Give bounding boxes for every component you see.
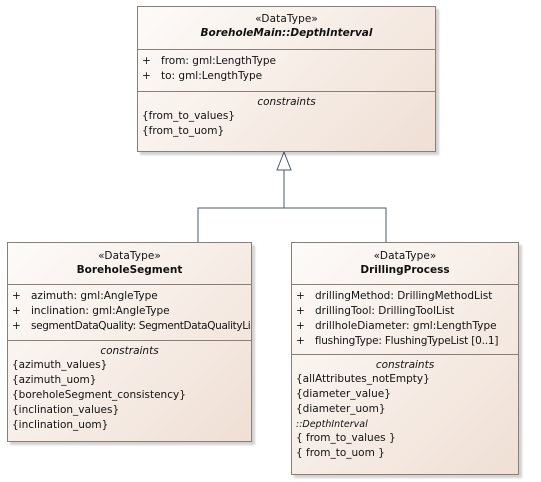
attribute-text: to: gml:LengthType: [161, 70, 263, 82]
attribute-visibility: +: [296, 290, 305, 302]
borehole-segment-attributes: + azimuth: gml:AngleType + inclination: gm…: [8, 285, 251, 341]
attribute-row: + drillingTool: DrillingToolList: [296, 304, 518, 319]
attribute-text: drillholeDiameter: gml:LengthType: [315, 320, 497, 332]
constraints-label: constraints: [375, 359, 435, 371]
constraint-item: {from_to_values}: [142, 110, 235, 122]
constraints-label: constraints: [257, 96, 316, 108]
attribute-visibility: +: [142, 70, 151, 82]
attribute-text: segmentDataQuality: SegmentDataQualityLi…: [31, 320, 252, 332]
depth-interval-name: BoreholeMain::DepthInterval: [200, 27, 373, 39]
generalization-line-borehole-segment: [197, 207, 284, 242]
attribute-row: + from: gml:LengthType: [142, 54, 435, 69]
constraint-item: {diameter_value}: [296, 388, 391, 400]
depth-interval-header: «DataType» BoreholeMain::DepthInterval: [138, 7, 435, 50]
attribute-text: azimuth: gml:AngleType: [31, 290, 158, 302]
attribute-row: + azimuth: gml:AngleType: [12, 289, 251, 304]
constraint-item: {azimuth_values}: [12, 359, 108, 371]
depth-interval-constraints: constraints {from_to_values} {from_to_uo…: [138, 92, 435, 139]
borehole-segment-name: BoreholeSegment: [76, 264, 183, 276]
attribute-text: flushingType: FlushingTypeList [0..1]: [315, 335, 499, 347]
attribute-text: inclination: gml:AngleType: [31, 305, 170, 317]
attribute-text: drillingTool: DrillingToolList: [315, 305, 455, 317]
attribute-visibility: +: [12, 320, 21, 332]
attribute-row: + segmentDataQuality: SegmentDataQualityL…: [12, 319, 251, 334]
constraint-item: {inclination_uom}: [12, 419, 109, 431]
depth-interval-stereotype: «DataType»: [255, 13, 318, 25]
attribute-visibility: +: [296, 335, 305, 347]
attribute-row: + inclination: gml:AngleType: [12, 304, 251, 319]
attribute-visibility: +: [12, 305, 21, 317]
constraint-item: {diameter_uom}: [296, 403, 386, 415]
generalization-arrowhead: [276, 150, 292, 171]
attribute-row: + flushingType: FlushingTypeList [0..1]: [296, 334, 518, 349]
borehole-segment-constraints: constraints {azimuth_values} {azimuth_uo…: [8, 341, 251, 433]
generalization-line-drilling-process: [284, 207, 387, 242]
drilling-process-name: DrillingProcess: [360, 264, 450, 276]
attribute-visibility: +: [142, 55, 151, 67]
constraint-item: {boreholeSegment_consistency}: [12, 389, 186, 401]
drilling-process-constraints: constraints {allAttributes_notEmpty} {di…: [292, 355, 518, 461]
attribute-visibility: +: [296, 305, 305, 317]
inherited-constraints-label: ::DepthInterval: [296, 419, 368, 430]
attribute-row: + to: gml:LengthType: [142, 69, 435, 84]
borehole-segment-class[interactable]: «DataType» BoreholeSegment + azimuth: gml…: [7, 242, 252, 442]
drilling-process-header: «DataType» DrillingProcess: [292, 243, 518, 285]
attribute-text: from: gml:LengthType: [161, 55, 276, 67]
attribute-text: drillingMethod: DrillingMethodList: [315, 290, 493, 302]
depth-interval-attributes: + from: gml:LengthType + to: gml:LengthTyp…: [138, 50, 435, 92]
inherited-constraint-item: { from_to_uom }: [296, 447, 385, 459]
constraint-item: {inclination_values}: [12, 404, 120, 416]
constraint-item: {from_to_uom}: [142, 125, 225, 137]
attribute-row: + drillholeDiameter: gml:LengthType: [296, 319, 518, 334]
constraint-item: {azimuth_uom}: [12, 374, 97, 386]
constraint-item: {allAttributes_notEmpty}: [296, 373, 430, 385]
drilling-process-attributes: + drillingMethod: DrillingMethodList + dri…: [292, 285, 518, 355]
inherited-constraint-item: { from_to_values }: [296, 432, 396, 444]
attribute-visibility: +: [296, 320, 305, 332]
depth-interval-class[interactable]: «DataType» BoreholeMain::DepthInterval +…: [137, 6, 436, 152]
constraints-label: constraints: [100, 345, 159, 357]
attribute-row: + drillingMethod: DrillingMethodList: [296, 289, 518, 304]
attribute-visibility: +: [12, 290, 21, 302]
drilling-process-stereotype: «DataType»: [373, 250, 437, 262]
borehole-segment-stereotype: «DataType»: [98, 250, 161, 262]
drilling-process-class[interactable]: «DataType» DrillingProcess + drillingMeth…: [291, 242, 519, 475]
borehole-segment-header: «DataType» BoreholeSegment: [8, 243, 251, 285]
